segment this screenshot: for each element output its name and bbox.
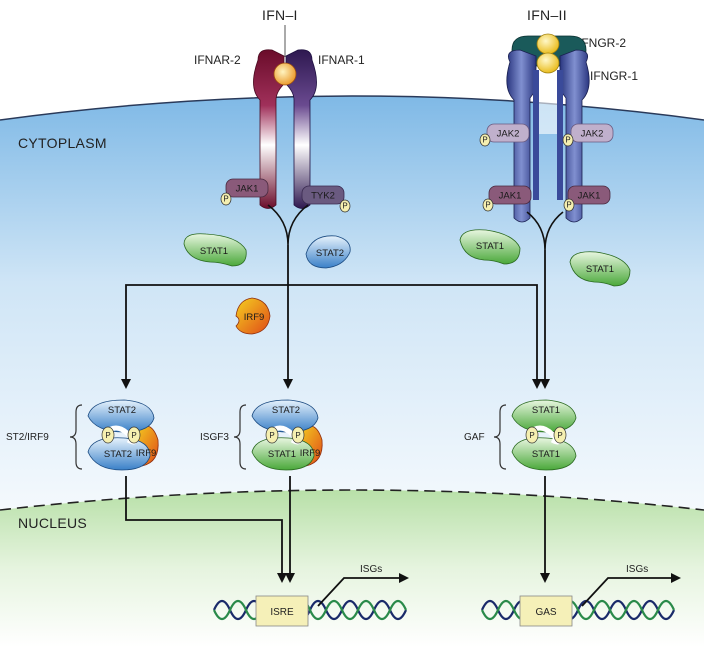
p-label: P (105, 431, 110, 440)
p-label: P (295, 431, 300, 440)
p-label: P (485, 201, 490, 210)
ifnar2-label: IFNAR-2 (194, 53, 241, 67)
ifnar1-label: IFNAR-1 (318, 53, 365, 67)
p-label: P (131, 431, 136, 440)
ifngr1-label: IFNGR-1 (590, 69, 638, 83)
p-label: P (565, 136, 570, 145)
isgf3-label: ISGF3 (200, 432, 229, 443)
st2-irf9-complex: STAT2 STAT2 IRF9 P P (87, 399, 159, 471)
gaf-complex: STAT1 STAT1 P P (511, 399, 577, 471)
phospho-jak1-left: P (220, 192, 232, 206)
p-label: P (342, 202, 347, 211)
stat1-free-left: STAT1 (183, 233, 247, 267)
p-label: P (223, 195, 228, 204)
nucleus-region (0, 490, 704, 647)
cell-membrane-line (0, 95, 704, 121)
phospho-jak2-right: P (562, 133, 574, 147)
jak1-kinase-ifngr-right: JAK1 (567, 185, 611, 205)
irf9-text: IRF9 (244, 312, 265, 323)
isgf3-complex: STAT2 STAT1 IRF9 P P (251, 399, 323, 471)
gas-text: GAS (535, 607, 556, 618)
arrow-ifn1-to-gaf (288, 284, 542, 389)
jak2-text-left: JAK2 (497, 129, 520, 140)
jak1-text-gr-left: JAK1 (499, 191, 522, 202)
dna-helix-right (480, 599, 676, 621)
dna-helix-left (212, 599, 408, 621)
irf9-free: IRF9 (235, 297, 271, 335)
st2-irf9-label: ST2/IRF9 (6, 432, 49, 443)
isg-transcription-arrow-left (317, 573, 409, 607)
jak2-kinase-left: JAK2 (486, 123, 530, 143)
isgf3-stat2: STAT2 (272, 405, 300, 416)
p-label: P (529, 431, 534, 440)
ifnar1-receptor (285, 49, 317, 209)
st2-complex-stat2-top: STAT2 (108, 405, 136, 416)
stat1-text: STAT1 (200, 246, 228, 257)
jak1-kinase-ifngr-left: JAK1 (488, 185, 532, 205)
ifngr1-receptor (506, 49, 590, 223)
gaf-label: GAF (464, 432, 485, 443)
phospho-jak1-gr-left: P (482, 198, 494, 212)
ifn2-ligand (536, 33, 560, 74)
jak1-text-left: JAK1 (236, 184, 259, 195)
ifngr2-label: IFNGR-2 (578, 36, 626, 50)
cytoplasm-label: CYTOPLASM (18, 135, 107, 151)
phospho-jak1-gr-right: P (563, 198, 575, 212)
tyk2-text: TYK2 (311, 191, 335, 202)
stat2-free: STAT2 (305, 235, 351, 269)
st2-complex-stat2-bottom: STAT2 (104, 449, 132, 460)
tyk2-kinase: TYK2 (301, 185, 345, 205)
stat1-text: STAT1 (476, 241, 504, 252)
p-label: P (482, 136, 487, 145)
ifnar2-receptor (253, 49, 285, 209)
stat1-free-ifn2-right: STAT1 (569, 251, 631, 287)
isgs-label-left: ISGs (360, 564, 382, 575)
arrow-to-st2-irf9 (121, 284, 288, 389)
p-label: P (269, 431, 274, 440)
jak1-kinase-left: JAK1 (225, 178, 269, 198)
jak1-text-gr-right: JAK1 (578, 191, 601, 202)
gaf-stat1-top: STAT1 (532, 405, 560, 416)
phospho-jak2-left: P (479, 133, 491, 147)
isgf3-irf9: IRF9 (300, 448, 321, 459)
stat2-text: STAT2 (316, 248, 344, 259)
jak2-kinase-right: JAK2 (570, 123, 614, 143)
bracket-isgf3 (233, 404, 247, 470)
ifn1-label: IFN–I (262, 7, 298, 23)
arrow-st2-irf9-to-isre (125, 476, 287, 583)
ifn1-ligand-ball (273, 62, 297, 86)
gaf-stat1-bottom: STAT1 (532, 449, 560, 460)
isgs-label-right: ISGs (626, 564, 648, 575)
stat1-text: STAT1 (586, 264, 614, 275)
gas-element: GAS (519, 595, 573, 627)
isgf3-stat1: STAT1 (268, 449, 296, 460)
ifn2-label: IFN–II (527, 7, 567, 23)
bracket-st2-irf9 (69, 404, 83, 470)
p-label: P (566, 201, 571, 210)
st2-complex-irf9: IRF9 (136, 448, 157, 459)
isre-element: ISRE (255, 595, 309, 627)
nuclear-envelope-dashed (0, 489, 704, 511)
isg-transcription-arrow-right (581, 573, 681, 607)
phospho-tyk2: P (339, 199, 351, 213)
p-label: P (557, 431, 562, 440)
stat1-free-ifn2-left: STAT1 (459, 229, 521, 265)
bracket-gaf (493, 404, 507, 470)
isre-text: ISRE (270, 607, 294, 618)
jak2-text-right: JAK2 (581, 129, 604, 140)
nucleus-label: NUCLEUS (18, 515, 87, 531)
